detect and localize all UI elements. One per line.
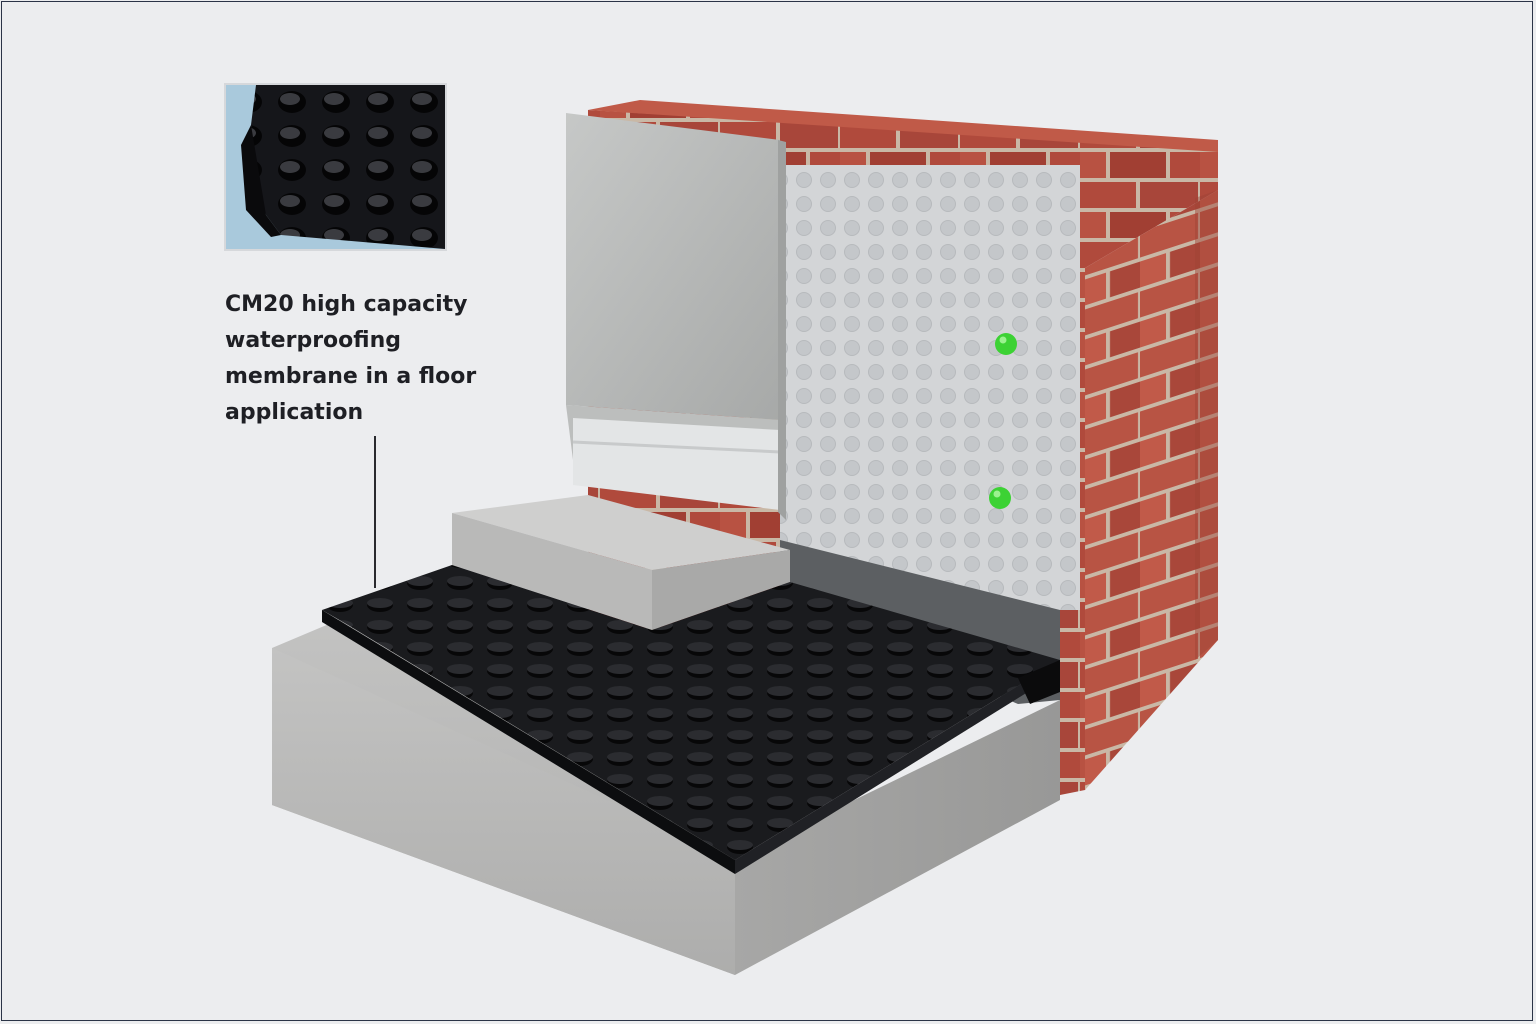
- wall-board: [566, 113, 786, 520]
- caption-line: membrane in a floor: [225, 364, 477, 389]
- green-fixing-plug-icon: [989, 487, 1011, 509]
- caption-line: CM20 high capacity: [225, 292, 468, 317]
- membrane-closeup-inset: [224, 83, 447, 251]
- membrane-closeup-icon: [226, 85, 445, 249]
- leader-line: [374, 436, 376, 588]
- caption-line: waterproofing: [225, 328, 401, 353]
- green-fixing-plug-icon: [995, 333, 1017, 355]
- screed-slab: [452, 495, 790, 630]
- caption-text: CM20 high capacity waterproofing membran…: [225, 287, 545, 431]
- cm20-floor-membrane: [322, 565, 1060, 874]
- caption-line: application: [225, 400, 364, 425]
- concrete-base: [272, 613, 1060, 975]
